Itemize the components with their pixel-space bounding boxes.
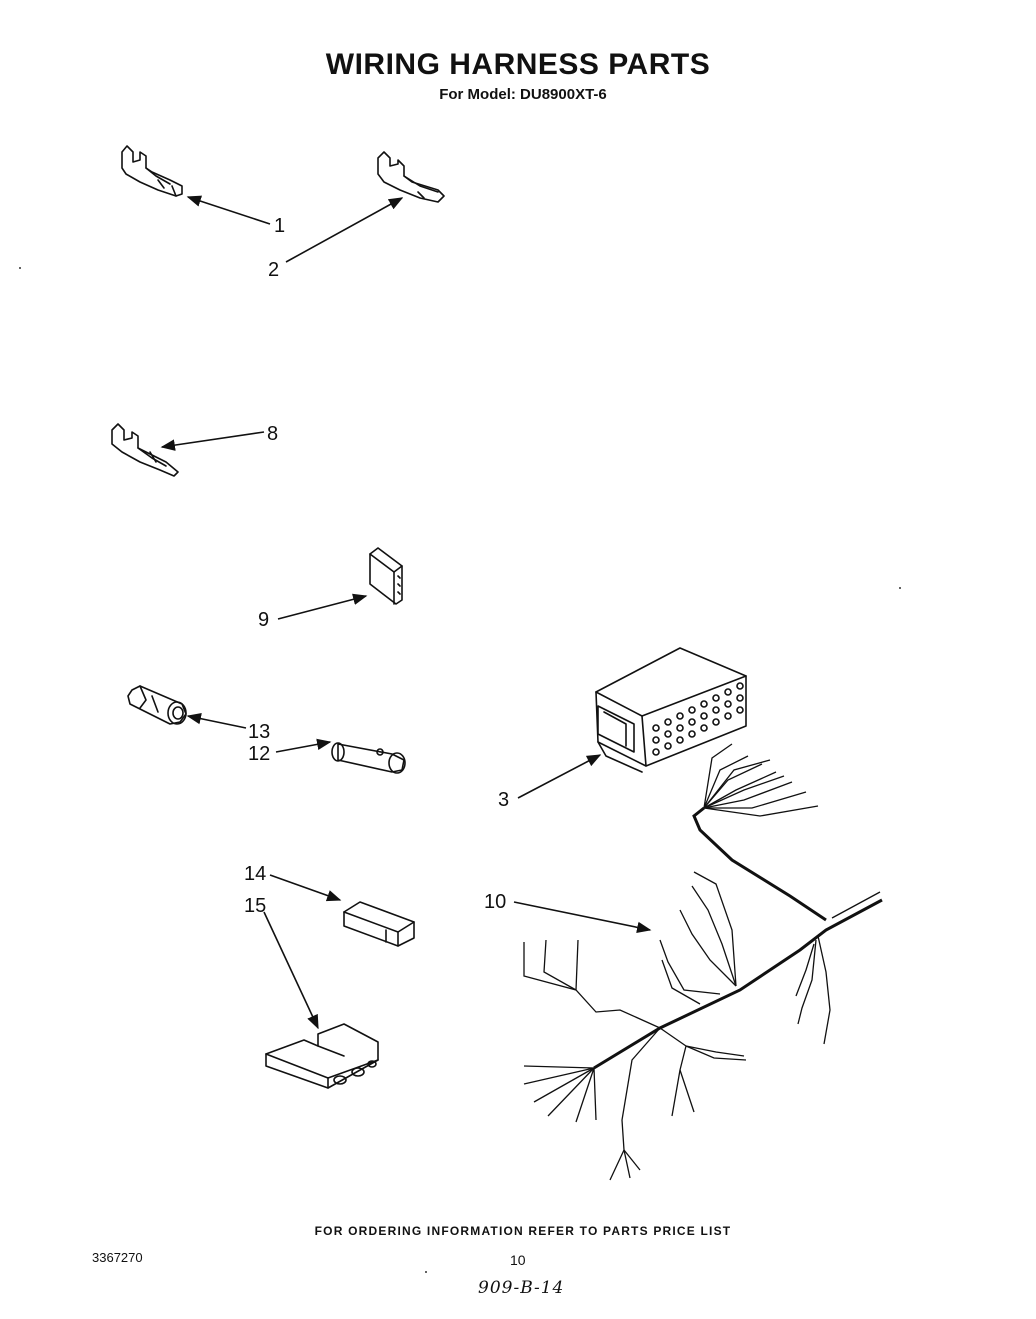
leader-lines — [160, 195, 652, 1030]
part-10-wiring-harness[interactable] — [523, 743, 883, 1181]
ordering-note: FOR ORDERING INFORMATION REFER TO PARTS … — [314, 1224, 732, 1238]
callout-13: 13 — [248, 721, 270, 743]
callout-1: 1 — [274, 215, 285, 237]
part-15-connector-block[interactable] — [265, 1023, 379, 1089]
callout-2: 2 — [268, 259, 279, 281]
callout-3: 3 — [498, 789, 509, 811]
page-title: WIRING HARNESS PARTS — [325, 48, 711, 81]
part-9-connector[interactable] — [369, 547, 403, 605]
callout-9: 9 — [258, 609, 269, 631]
part-1-terminal[interactable] — [121, 145, 183, 197]
part-14-connector[interactable] — [343, 901, 415, 947]
part-13-sleeve[interactable] — [127, 685, 187, 725]
callout-8: 8 — [267, 423, 278, 445]
part-2-terminal[interactable] — [377, 151, 445, 203]
part-8-terminal[interactable] — [111, 423, 179, 477]
callout-15: 15 — [244, 895, 266, 917]
callout-12: 12 — [248, 743, 270, 765]
document-number: 3367270 — [92, 1250, 143, 1265]
callout-10: 10 — [484, 891, 506, 913]
model-subtitle: For Model: DU8900XT-6 — [439, 86, 607, 103]
handwritten-note: 909-B-14 — [478, 1278, 565, 1298]
page-number: 10 — [510, 1252, 526, 1268]
part-12-crimp-tube[interactable] — [331, 742, 406, 774]
callout-14: 14 — [244, 863, 266, 885]
part-3-connector-housing[interactable] — [595, 647, 747, 773]
